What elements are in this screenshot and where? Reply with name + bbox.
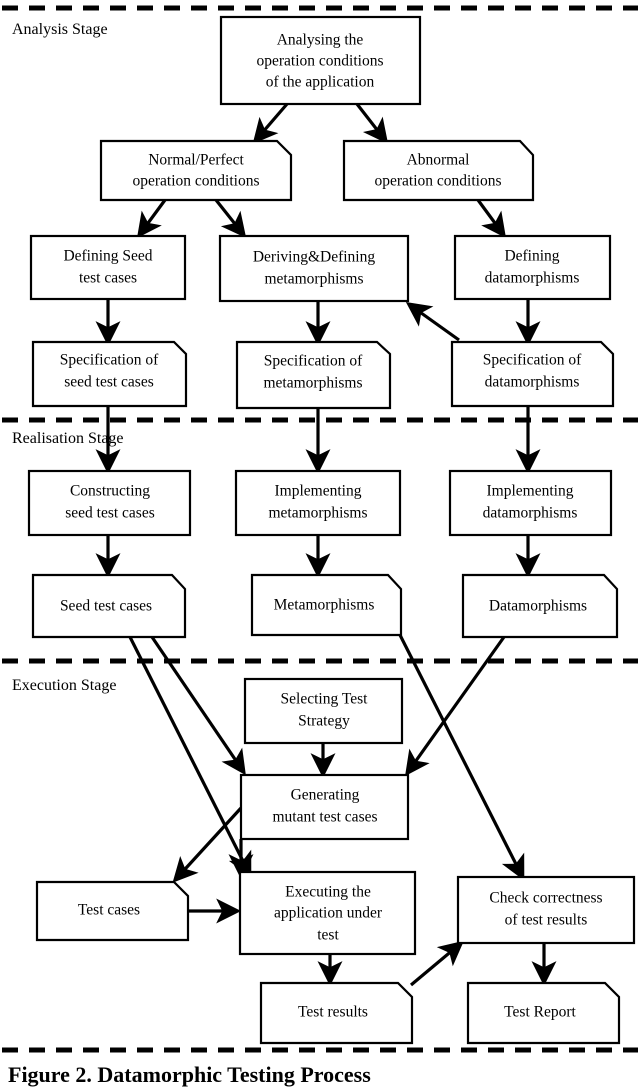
edge-spec-data-to-deriving-meta-feedback: [405, 302, 460, 342]
node-abnormal-operation-conditions: Abnormal operation conditions: [342, 139, 535, 202]
node-selecting-strat-line1: Selecting Test: [281, 691, 369, 708]
node-defining-seed-line1: Defining Seed: [63, 248, 152, 265]
node-generating-line1: Generating: [291, 787, 360, 804]
node-datamorphisms: Datamorphisms: [461, 573, 619, 639]
edge-test-results-to-check-correctness: [409, 940, 464, 987]
stage-label-realisation: Realisation Stage: [12, 430, 124, 447]
node-metamorphisms-line1: Metamorphisms: [274, 597, 375, 614]
edge-analysing-to-normal: [252, 102, 289, 144]
edge-metamorphisms-to-check-correctness: [398, 634, 525, 881]
node-specification-of-metamorphisms: Specification of metamorphisms: [235, 340, 392, 410]
node-deriving-meta-line1: Deriving&Defining: [253, 249, 376, 266]
node-impl-data-line1: Implementing: [487, 483, 574, 500]
node-seed-test-cases: Seed test cases: [31, 573, 187, 639]
node-test-results: Test results: [259, 981, 414, 1045]
node-defining-data-line2: datamorphisms: [485, 270, 580, 287]
node-normal-perfect-operation-conditions: Normal/Perfect operation conditions: [99, 139, 293, 202]
node-abnormal-line2: operation conditions: [375, 173, 502, 190]
node-seed-cases-line1: Seed test cases: [60, 598, 152, 615]
node-analysing-line3: of the application: [266, 74, 375, 91]
node-selecting-test-strategy: Selecting Test Strategy: [243, 677, 404, 745]
edge-seed-cases-to-executing: [128, 636, 252, 878]
node-test-cases-line1: Test cases: [78, 902, 140, 919]
edge-generating-to-test-cases: [172, 806, 243, 883]
edge-normal-to-defining-seed: [136, 199, 167, 239]
edge-normal-to-deriving-meta: [214, 199, 247, 239]
edge-datamorphisms-to-generating: [405, 636, 506, 777]
node-test-results-line1: Test results: [298, 1004, 368, 1021]
node-generating-mutant-test-cases: Generating mutant test cases: [239, 773, 410, 841]
node-check-correctness-of-test-results: Check correctness of test results: [456, 875, 636, 945]
node-analysing-line1: Analysing the: [277, 32, 364, 49]
node-executing-line3: test: [317, 927, 339, 944]
node-datamorphisms-line1: Datamorphisms: [489, 598, 587, 615]
node-defining-seed-line2: test cases: [79, 270, 137, 287]
node-spec-meta-line2: metamorphisms: [263, 375, 362, 392]
node-test-report-line1: Test Report: [504, 1004, 576, 1021]
node-defining-data-line1: Defining: [504, 248, 559, 265]
node-normal-line1: Normal/Perfect: [148, 152, 244, 169]
node-normal-line2: operation conditions: [133, 173, 260, 190]
node-implementing-datamorphisms: Implementing datamorphisms: [448, 469, 613, 537]
edge-abnormal-to-defining-data: [476, 199, 507, 239]
node-test-cases: Test cases: [35, 880, 190, 942]
node-defining-datamorphisms: Defining datamorphisms: [453, 234, 612, 301]
node-analysing-line2: operation conditions: [257, 53, 384, 70]
node-impl-meta-line1: Implementing: [275, 483, 362, 500]
edge-analysing-to-abnormal: [355, 103, 389, 145]
node-executing-line1: Executing the: [285, 884, 371, 901]
node-selecting-strat-line2: Strategy: [298, 713, 350, 730]
node-test-report: Test Report: [466, 981, 621, 1045]
stage-label-execution: Execution Stage: [12, 677, 116, 694]
node-deriving-meta-line2: metamorphisms: [264, 271, 363, 288]
node-generating-line2: mutant test cases: [272, 809, 377, 826]
node-constructing-line1: Constructing: [70, 483, 150, 500]
edge-seed-cases-to-generating: [150, 636, 246, 776]
node-check-correct-line1: Check correctness: [489, 890, 602, 907]
node-impl-meta-line2: metamorphisms: [268, 505, 367, 522]
node-defining-seed-test-cases: Defining Seed test cases: [29, 234, 187, 301]
node-metamorphisms: Metamorphisms: [250, 573, 403, 637]
node-analysing-operation-conditions: Analysing the operation conditions of th…: [219, 15, 422, 106]
node-spec-meta-line1: Specification of: [264, 353, 363, 370]
node-executing-application-under-test: Executing the application under test: [238, 870, 417, 956]
node-check-correct-line2: of test results: [505, 912, 588, 929]
figure-caption: Figure 2. Datamorphic Testing Process: [8, 1062, 371, 1087]
node-impl-data-line2: datamorphisms: [483, 505, 578, 522]
node-deriving-defining-metamorphisms: Deriving&Defining metamorphisms: [218, 234, 410, 303]
node-executing-line2: application under: [274, 905, 383, 922]
node-specification-of-datamorphisms: Specification of datamorphisms: [450, 340, 615, 408]
node-spec-seed-line2: seed test cases: [64, 374, 154, 391]
node-spec-data-line1: Specification of: [483, 352, 582, 369]
node-constructing-line2: seed test cases: [65, 505, 155, 522]
node-abnormal-line1: Abnormal: [407, 152, 470, 169]
node-implementing-metamorphisms: Implementing metamorphisms: [234, 469, 402, 537]
node-constructing-seed-test-cases: Constructing seed test cases: [27, 469, 192, 537]
node-specification-of-seed-test-cases: Specification of seed test cases: [31, 340, 188, 408]
stage-label-analysis: Analysis Stage: [12, 21, 108, 38]
node-spec-seed-line1: Specification of: [60, 352, 159, 369]
node-spec-data-line2: datamorphisms: [485, 374, 580, 391]
